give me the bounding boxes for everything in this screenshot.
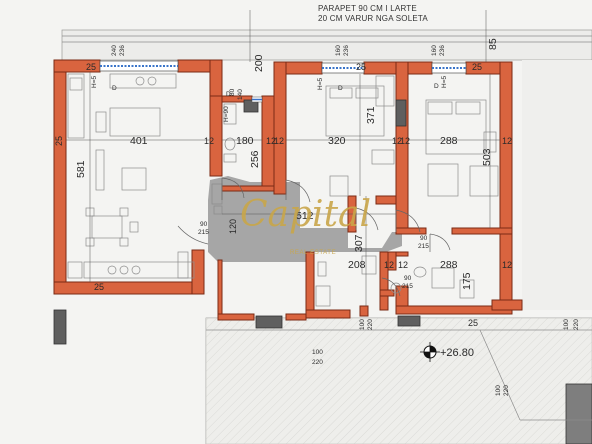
watermark-tagline: REAL ESTATE (290, 250, 336, 256)
hall-width: 512 (296, 210, 314, 222)
sill-height: H=5 (441, 76, 448, 88)
windows (99, 60, 467, 103)
balcony-door-width: 100 (359, 319, 366, 330)
wall-thickness-25: 25 (86, 62, 96, 72)
bath-window-width: 80 (229, 88, 236, 96)
balcony-depth: 200 (253, 54, 265, 72)
sill-label: D (338, 85, 343, 92)
bath2-door-height: 215 (402, 283, 413, 290)
wall-thickness-12: 12 (274, 136, 284, 146)
furniture (67, 73, 499, 307)
bed1-depth: 371 (365, 106, 377, 124)
level-marker (420, 342, 440, 362)
door-swings (177, 177, 451, 297)
hall-door-height: 215 (418, 243, 429, 250)
entry-door-width: 90 (200, 221, 208, 228)
dimension-lines (66, 10, 500, 306)
wall-thickness-25: 25 (356, 62, 366, 72)
bath2-width: 288 (440, 259, 458, 271)
hall-floor (208, 176, 402, 262)
balcony-door-height: 220 (573, 319, 580, 330)
bath1-width: 180 (236, 135, 254, 147)
window-width-label: 240 (111, 45, 118, 56)
sill-height: H=90 (223, 106, 230, 122)
entry-door-height: 215 (198, 229, 209, 236)
walls (53, 59, 523, 321)
balcony-door-height: 220 (367, 319, 374, 330)
bath2-depth: 175 (461, 272, 473, 290)
bath1-depth: 256 (249, 150, 261, 168)
level-value: +26.80 (440, 347, 474, 359)
structural-columns (53, 99, 592, 444)
window-width-label: 160 (335, 45, 342, 56)
window-width-label: 160 (431, 45, 438, 56)
wall-thickness-12: 12 (266, 136, 276, 146)
window-height-label: 236 (119, 45, 126, 56)
right-overhang: 85 (487, 38, 499, 50)
wall-thickness-25: 25 (94, 282, 104, 292)
wall-thickness-12: 12 (204, 136, 214, 146)
parapet-note-line2: 20 CM VARUR NGA SOLETA (318, 14, 428, 23)
left-wall-thickness: 25 (54, 136, 64, 146)
sill-label: D (434, 83, 439, 90)
wall-thickness-12: 12 (384, 260, 394, 270)
wall-thickness-12: 12 (392, 136, 402, 146)
hall-small-width: 208 (348, 259, 366, 271)
living-width: 401 (130, 135, 148, 147)
wall-thickness-12: 12 (502, 260, 512, 270)
hall-depth: 307 (353, 234, 365, 252)
watermark-logo: Capital REAL ESTATE (240, 194, 371, 256)
sill-label: D (226, 91, 231, 98)
balcony-rails (62, 35, 592, 421)
sill-height: H=5 (317, 78, 324, 90)
bed2-depth: 503 (481, 148, 493, 166)
right-edge-strip (522, 60, 592, 310)
wall-thickness-12: 12 (502, 136, 512, 146)
wall-thickness-12: 12 (398, 260, 408, 270)
bottom-terrace-base (206, 318, 592, 444)
watermark-brand: Capital (240, 194, 371, 235)
window-height-label: 236 (439, 45, 446, 56)
terrace-door-width: 100 (312, 349, 323, 356)
wall-thickness-25: 25 (472, 62, 482, 72)
parapet-note-line1: PARAPET 90 CM I LARTE (318, 4, 417, 13)
balcony-door-width: 100 (563, 319, 570, 330)
window-height-label: 236 (343, 45, 350, 56)
living-depth: 581 (75, 160, 87, 178)
bath2-door-width: 90 (404, 275, 412, 282)
bed1-width: 320 (328, 135, 346, 147)
sill-height: H=5 (91, 76, 98, 88)
wall-thickness-12: 12 (400, 136, 410, 146)
sill-label: D (112, 85, 117, 92)
hall-door-width: 90 (420, 235, 428, 242)
bed2-width: 288 (440, 135, 458, 147)
entry-width: 120 (228, 219, 238, 234)
wall-thickness-25: 25 (468, 318, 478, 328)
top-balcony-area (61, 29, 592, 61)
terrace-door-height: 220 (503, 385, 510, 396)
bath-window-height: 140 (237, 89, 244, 100)
terrace-door-height: 220 (312, 359, 323, 366)
terrace-door-width: 100 (495, 385, 502, 396)
